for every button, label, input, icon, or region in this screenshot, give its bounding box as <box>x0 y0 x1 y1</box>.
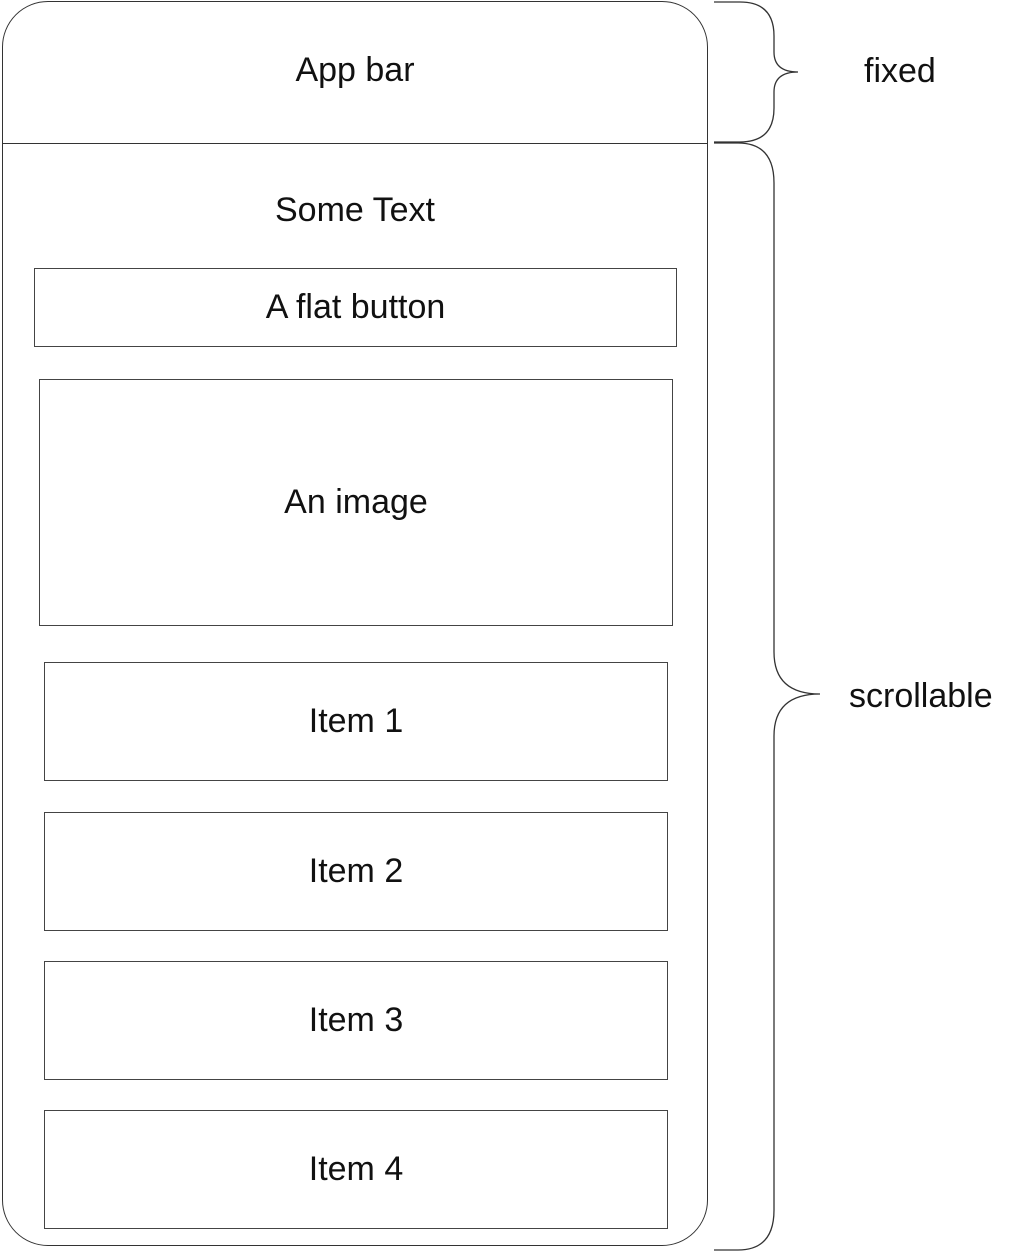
scrollable-label: scrollable <box>849 677 993 715</box>
list-item-1[interactable]: Item 1 <box>44 662 668 781</box>
fixed-brace <box>714 1 799 143</box>
fixed-label: fixed <box>864 52 936 90</box>
list-item-3[interactable]: Item 3 <box>44 961 668 1080</box>
app-bar: App bar <box>3 2 707 144</box>
list-item-2[interactable]: Item 2 <box>44 812 668 931</box>
flat-button[interactable]: A flat button <box>34 268 677 347</box>
some-text: Some Text <box>274 191 435 229</box>
list-item-4[interactable]: Item 4 <box>44 1110 668 1229</box>
phone-frame: App bar Some Text A flat button An image… <box>2 1 708 1246</box>
image-placeholder: An image <box>39 379 673 626</box>
app-bar-title: App bar <box>295 51 415 89</box>
scrollable-brace <box>714 142 821 1251</box>
